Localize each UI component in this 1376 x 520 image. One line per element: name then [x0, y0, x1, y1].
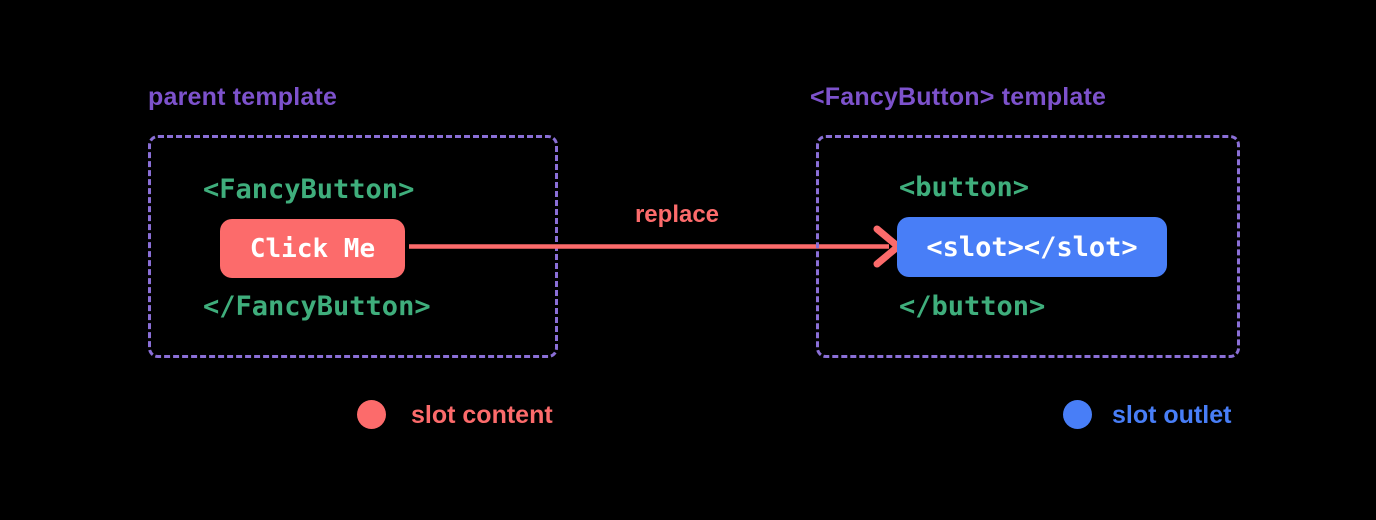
slot-outlet-legend-label: slot outlet [1112, 401, 1232, 429]
fancybutton-close-tag-code: </FancyButton> [203, 291, 431, 322]
slot-content-dot-icon [357, 400, 386, 429]
button-close-tag-code: </button> [899, 291, 1046, 322]
click-me-button: Click Me [220, 219, 405, 278]
replace-label: replace [634, 201, 720, 228]
button-open-tag-code: <button> [899, 172, 1030, 203]
slot-content-legend-label: slot content [411, 401, 553, 429]
slot-outlet-dot-icon [1063, 400, 1092, 429]
fancybutton-open-tag-code: <FancyButton> [203, 174, 415, 205]
slot-outlet-box: <slot></slot> [897, 217, 1167, 277]
fancybutton-template-label: <FancyButton> template [810, 83, 1107, 111]
parent-template-label: parent template [148, 83, 338, 111]
fancybutton-template-box [816, 135, 1240, 358]
